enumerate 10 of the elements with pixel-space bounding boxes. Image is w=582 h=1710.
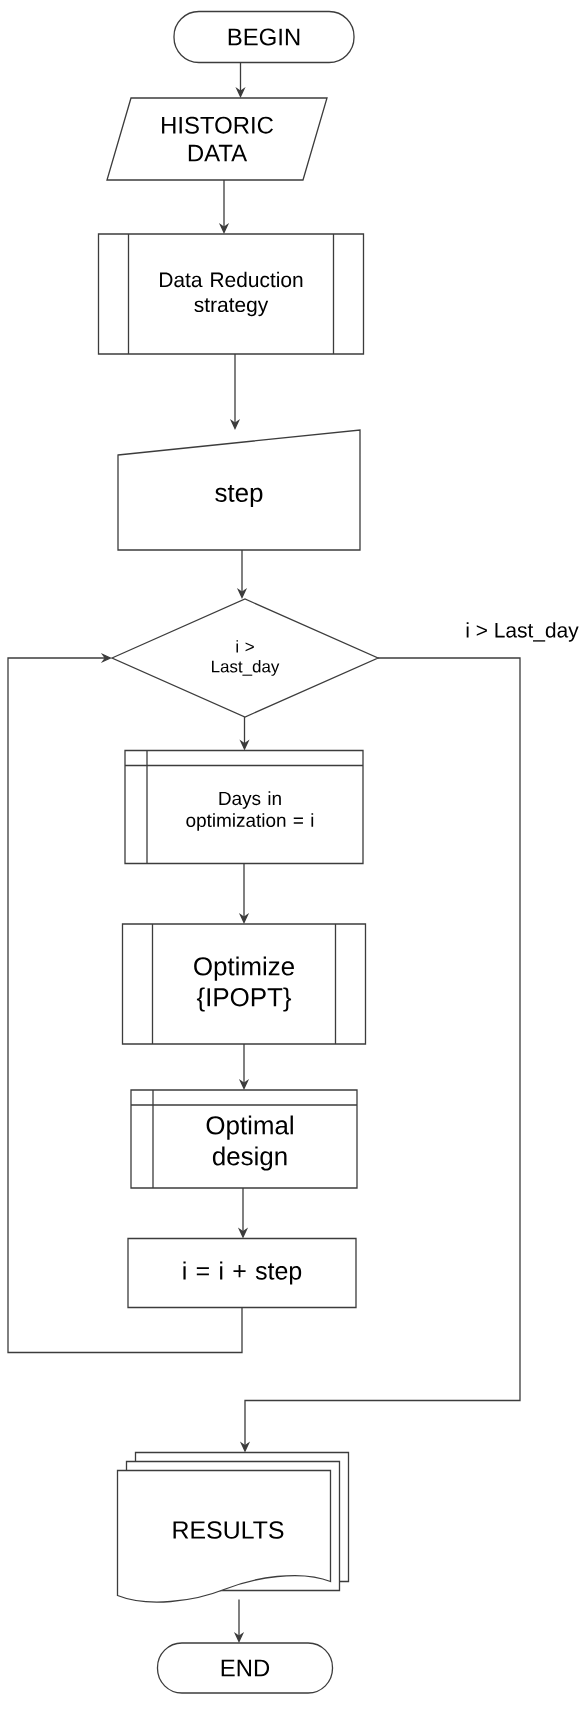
process-box: i = i + step (127, 1237, 357, 1309)
process-box: Optimize {IPOPT} (121, 923, 367, 1045)
data-parallelogram: HISTORIC DATA (106, 97, 328, 181)
storage-box: Days in optimization = i (124, 749, 364, 865)
storage-box: Optimal design (130, 1089, 358, 1189)
input-box: step (117, 429, 361, 551)
document-stack: RESULTS (116, 1451, 350, 1603)
edge-label: i > Last_day (466, 622, 579, 642)
arrow (7, 652, 243, 1354)
process-box: Data Reduction strategy (97, 233, 365, 355)
